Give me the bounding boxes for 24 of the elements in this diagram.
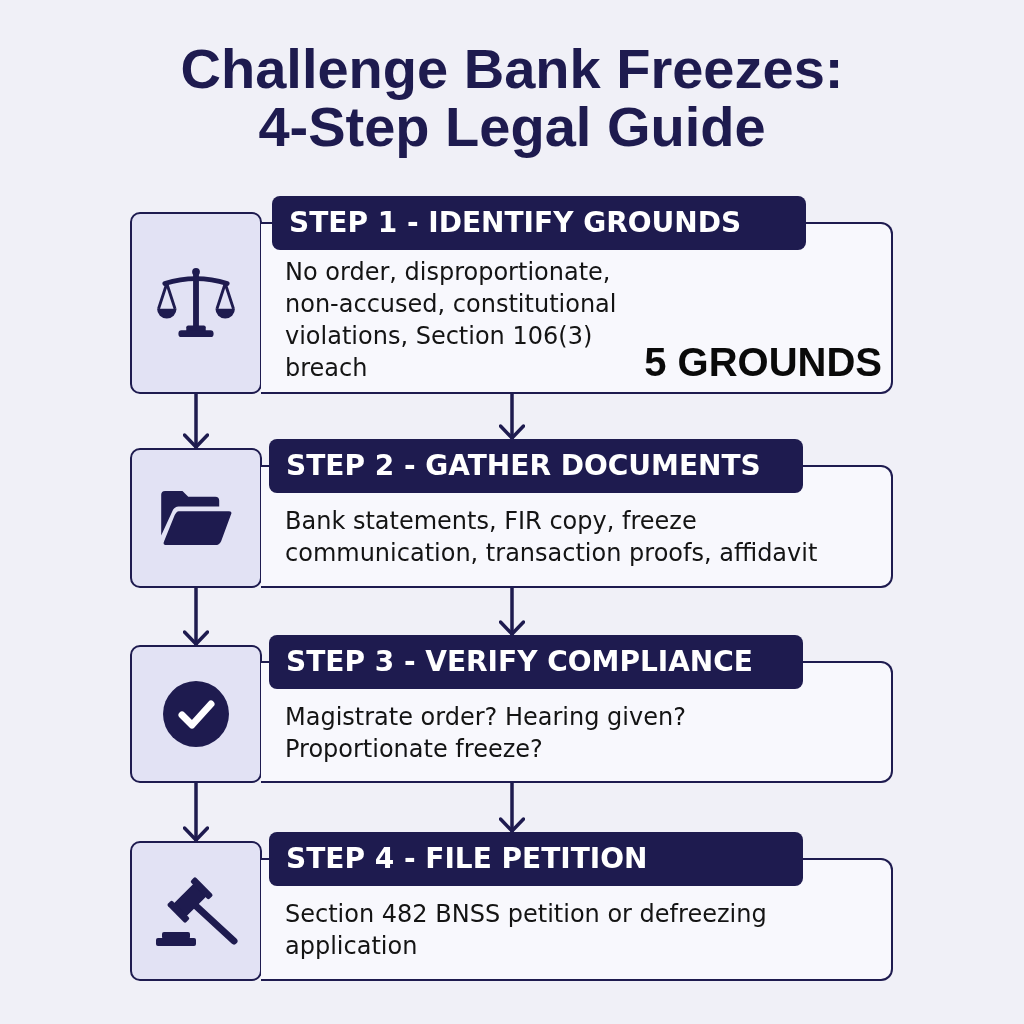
arrow (498, 783, 526, 833)
step-heading-banner: STEP 4 - FILE PETITION (269, 832, 803, 886)
arrow (182, 588, 210, 646)
step-card (261, 439, 893, 588)
icon-tile (130, 841, 262, 981)
arrow (498, 588, 526, 636)
arrow (182, 394, 210, 449)
title: Challenge Bank Freezes: 4-Step Legal Guide (179, 40, 845, 156)
icon-tile (130, 212, 262, 394)
arrow (498, 394, 526, 440)
step-heading-banner: STEP 2 - GATHER DOCUMENTS (269, 439, 803, 493)
highlight-count: 5 GROUNDS (644, 340, 882, 384)
step-description: Magistrate order? Hearing given? Proportionate freeze? (285, 703, 686, 763)
step-heading-banner: STEP 3 - VERIFY COMPLIANCE (269, 635, 803, 689)
icon-tile (130, 448, 262, 588)
step-description: Bank statements, FIR copy, freeze communication, transaction proofs, affidavit (285, 507, 818, 567)
step-card (261, 635, 893, 783)
step-description: No order, disproportionate, non-accused, constitutional violations, Section 106(3) breach (285, 258, 617, 382)
step-heading-banner: STEP 1 - IDENTIFY GROUNDS (272, 196, 806, 250)
icon-tile (130, 645, 262, 783)
step-card (261, 832, 893, 981)
step-description: Section 482 BNSS petition or defreezing application (285, 900, 767, 960)
arrow (182, 783, 210, 842)
step-card (261, 196, 893, 394)
